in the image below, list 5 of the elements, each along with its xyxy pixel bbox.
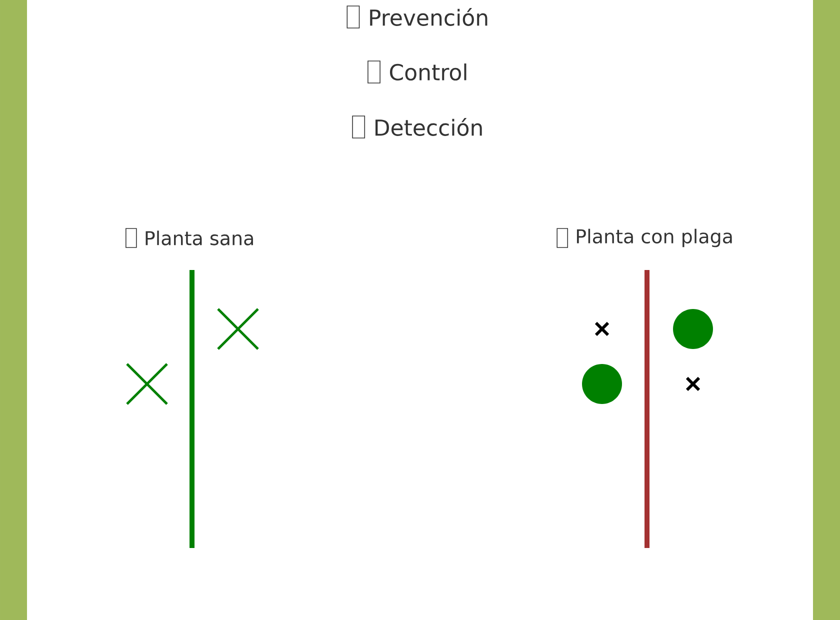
label: Control (390, 63, 466, 80)
label: Planta sana (146, 230, 253, 246)
label: Planta con plaga (576, 228, 732, 248)
label: Prevención (370, 8, 488, 26)
label: Detección (376, 118, 482, 136)
